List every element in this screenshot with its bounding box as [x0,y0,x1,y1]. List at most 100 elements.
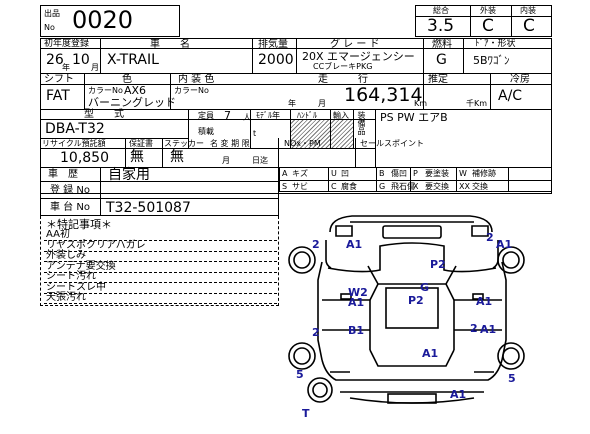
color-no-label: カラーNo [88,86,123,95]
handle-hatch [291,120,330,148]
model-label: 型 式 [84,109,124,120]
damage-mark: T [302,407,310,420]
damage-legend [279,167,552,192]
lot-label-top: 出品 [44,9,60,18]
capacity-unit: 人 [243,113,251,122]
damage-mark: A1 [348,296,364,309]
recycle-amount: 10,850 [60,150,109,166]
name-change-day-unit: 日迄 [252,156,268,165]
chassis-label: 車 台 No [50,202,90,213]
legend-code: W [459,169,467,178]
door-shape: 5Bﾜｺﾞﾝ [473,54,510,67]
mileage-year-unit: 年 [288,99,296,108]
lot-number-box [40,5,180,37]
import-label: 輸入 [333,111,349,120]
color-label: 色 [122,74,132,85]
interior-grade: C [523,16,535,36]
sticker: 無 [170,149,184,165]
damage-mark: 2 [312,326,320,339]
legend-code: U [331,169,337,178]
damage-mark: A1 [496,238,512,251]
damage-mark: 5 [296,368,304,381]
sticker-label: ステッカー [164,139,204,148]
damage-mark: W2 [348,286,368,299]
note-item: リヤスポクリアハガレ [46,239,146,251]
note-item: 天張汚れ [46,292,86,303]
history: 自家用 [108,167,150,183]
overall-label: 総合 [433,6,449,15]
door-shape-label: ﾄﾞｱ・形状 [475,39,516,49]
legend-meaning: 要交換 [425,182,449,191]
fuel-label: 燃料 [432,39,452,50]
ac: A/C [498,88,523,104]
shift-label: シフト [44,74,74,85]
capacity: 7 [224,109,231,122]
damage-mark: A1 [476,295,492,308]
lot-number: 0020 [72,6,134,34]
legend-meaning: 凹 [341,169,349,178]
legend-code: XX [459,182,470,191]
fuel: G [436,52,447,68]
legend-code: A [282,169,288,178]
mileage-month-unit: 月 [318,99,326,108]
history-label: 車 歴 [48,169,78,180]
note-item: 外装しみ [46,250,86,261]
chassis-no: T32-501087 [106,200,191,216]
sales-point-label: セールスポイント [360,139,424,148]
notes-box [40,216,279,306]
damage-mark: 5 [508,372,516,385]
note-item: AA初 [46,229,70,240]
notes-title: ＊特記事項＊ [46,218,112,231]
legend-meaning: 傷凹 [391,169,407,178]
first-reg-year-unit: 年 [62,63,70,72]
legend-meaning: 交換 [472,182,488,191]
car-name: X-TRAIL [107,52,159,68]
damage-mark: A1 [480,323,496,336]
reg-box [40,167,279,216]
capacity-label: 定員 [198,111,214,120]
exterior-grade: C [482,16,494,36]
nox-label: NOx・PM [284,139,321,148]
legend-meaning: 飛石傷 [391,182,415,191]
legend-code: B [379,169,385,178]
interior-color-no-label: カラーNo [174,86,209,95]
shift: FAT [46,88,70,104]
damage-mark: A1 [346,238,362,251]
color-no: AX6 [124,84,147,97]
damage-mark: B1 [348,324,364,337]
damage-mark: 2 [312,238,320,251]
mileage: 164,314 [344,84,423,106]
reg-no-label: 登 録 No [50,185,90,196]
legend-meaning: サビ [292,182,308,191]
model-change-label: ﾓﾃﾞﾙ年 [256,111,280,120]
legend-meaning: キズ [292,169,308,178]
car-name-label: 車 名 [150,39,190,50]
legend-code: P [413,169,418,178]
mileage-label: 走 行 [318,74,368,85]
overall-grade: 3.5 [427,16,455,36]
displacement-label: 排気量 [258,39,288,50]
damage-mark: 2 [486,231,494,244]
damage-mark: G [420,281,429,294]
warranty: 無 [130,149,144,165]
legend-meaning: 補修跡 [472,169,496,178]
color-name: バーニングレッド [88,96,176,109]
load-label: 積載 [198,127,214,136]
damage-mark: 2 [470,322,478,335]
first-reg-label: 初年度登録 [44,39,90,49]
legend-meaning: 腐食 [341,182,357,191]
load-unit: t [253,129,257,138]
grade-line-2: CCブレーキPKG [313,62,373,71]
damage-mark: P2 [430,258,446,271]
note-item: シート汚れ [46,271,96,282]
interior-label: 内装 [520,6,536,15]
car-outline [288,215,525,404]
estimate-label: 推定 [428,74,448,85]
legend-code: X [413,182,419,191]
model: DBA-T32 [45,121,105,137]
warranty-label: 保証書 [129,139,153,148]
lot-label-bottom: No [44,23,55,32]
note-item: シートスレ中 [46,281,106,293]
displacement: 2000 [258,52,294,68]
